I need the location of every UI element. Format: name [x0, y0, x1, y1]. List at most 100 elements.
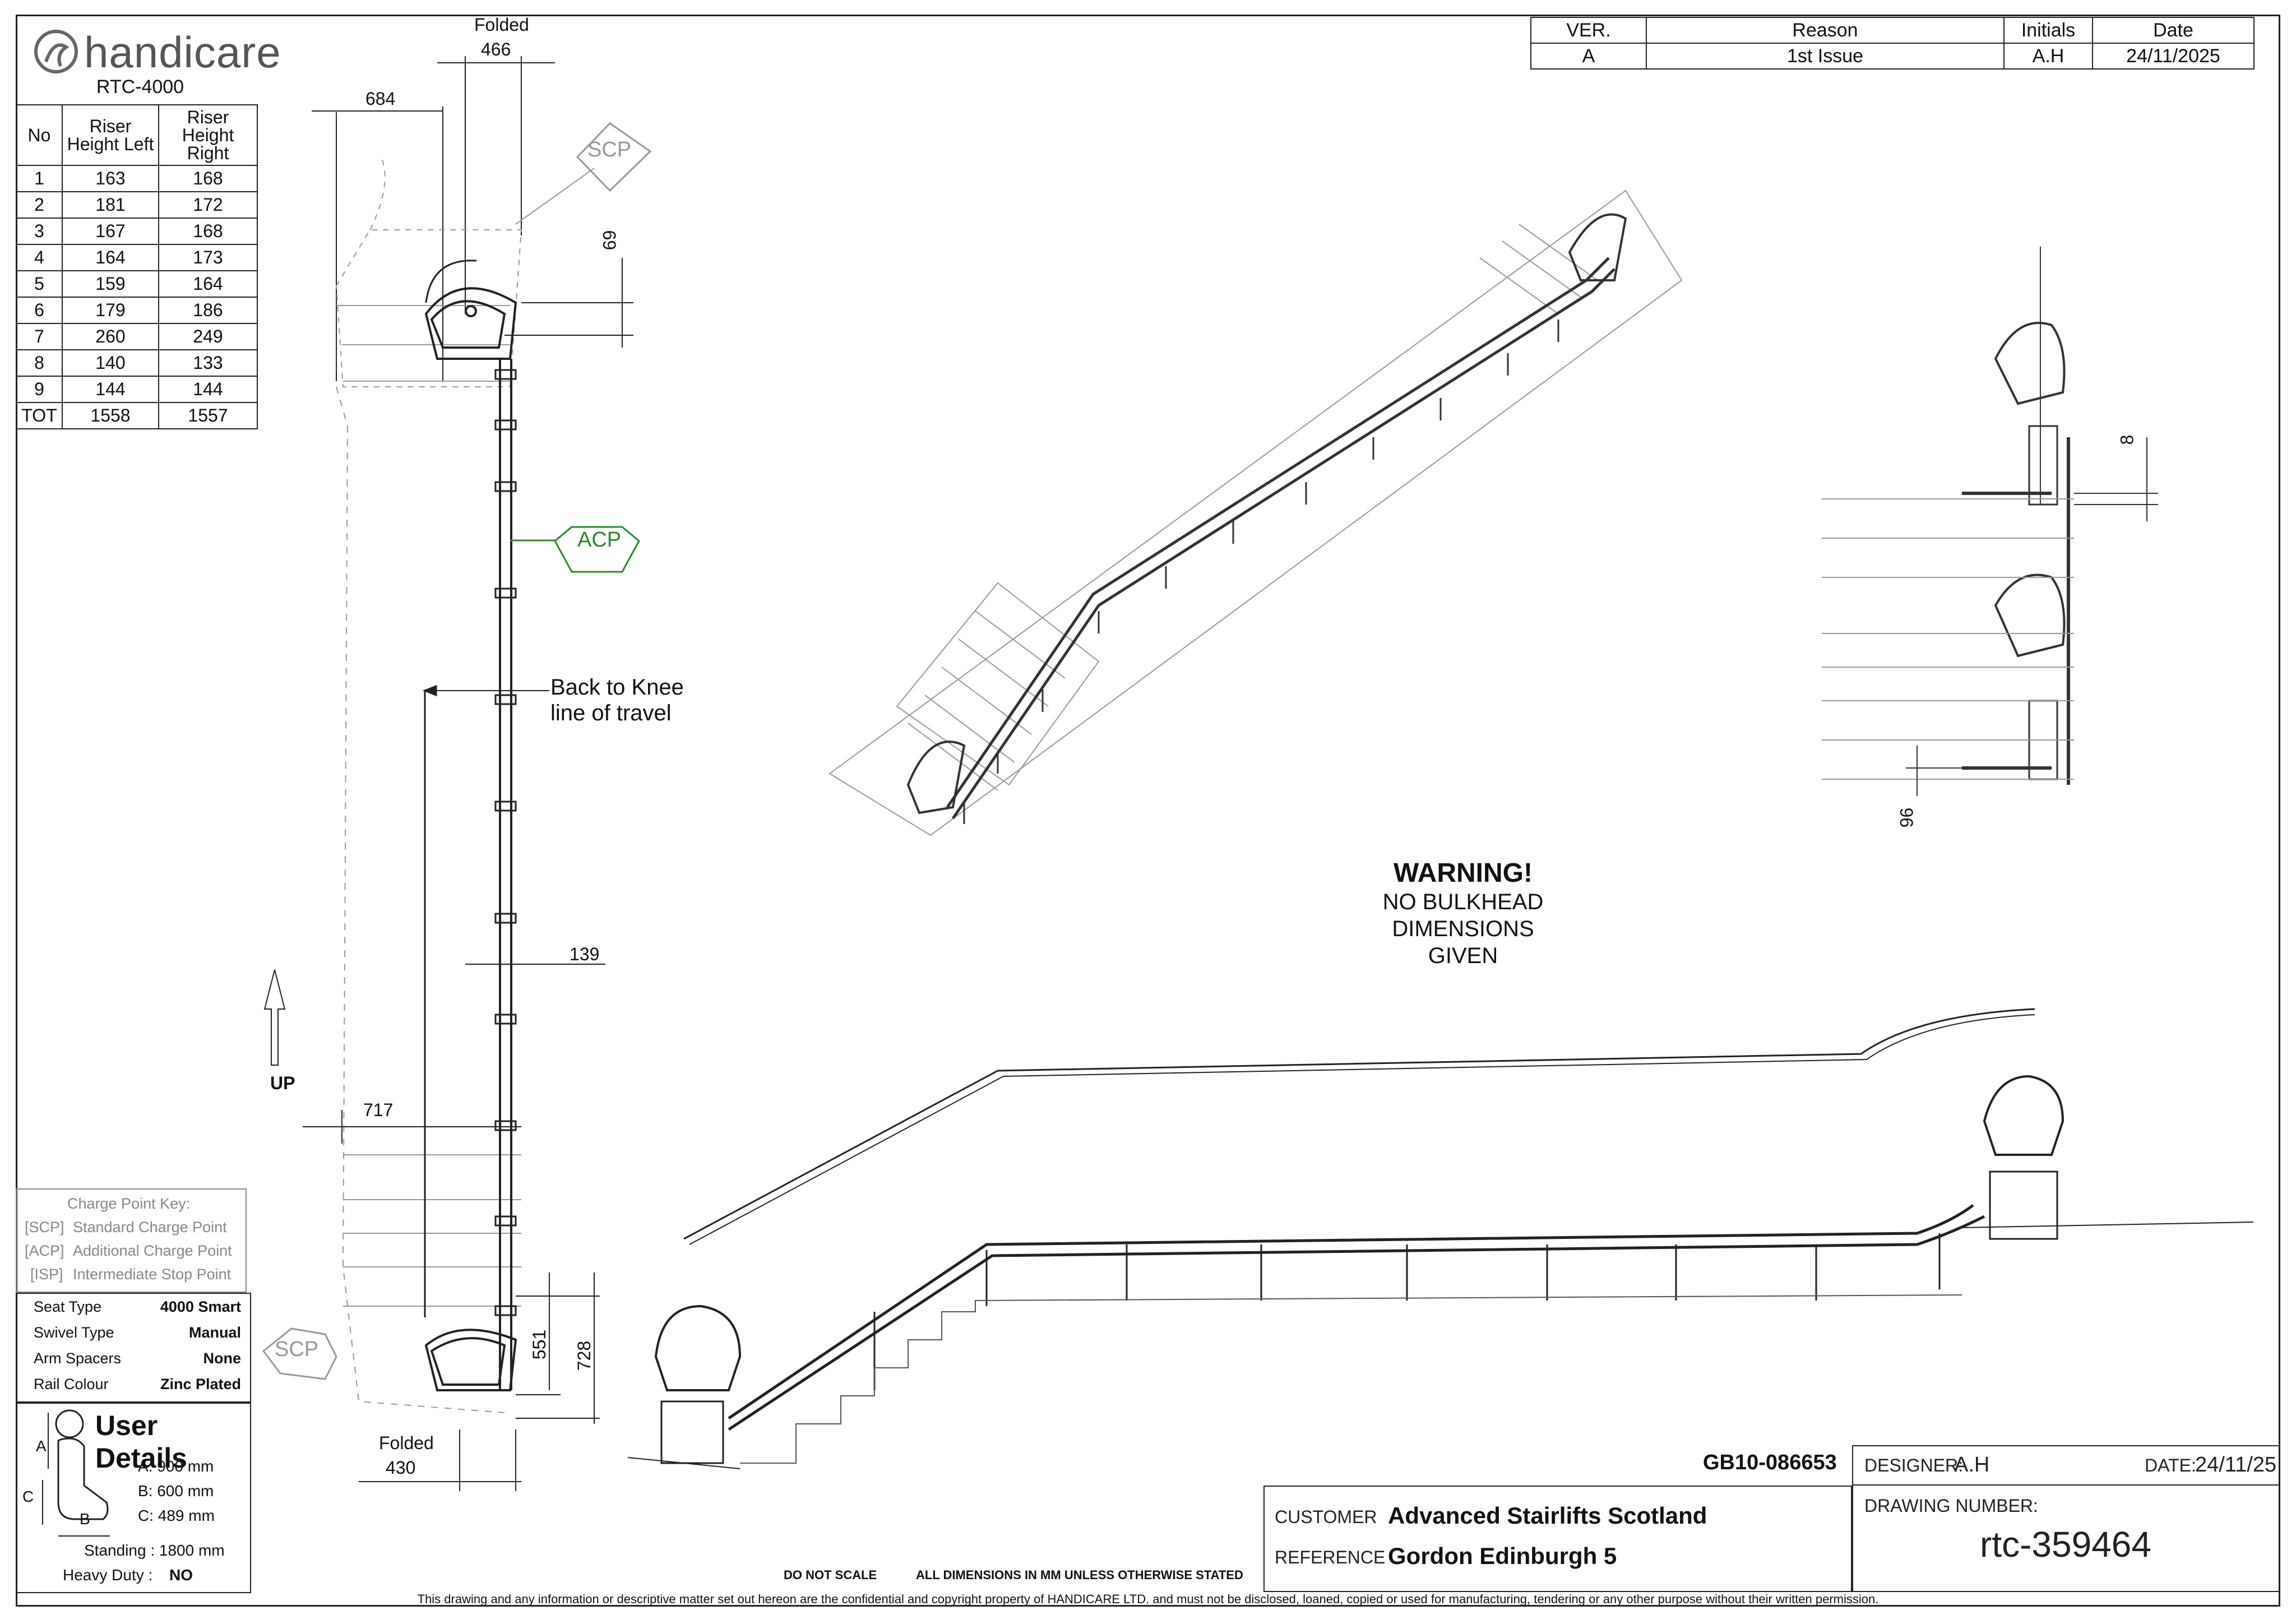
- charge-point-key: Charge Point Key: [SCP] Standard Charge …: [16, 1188, 247, 1293]
- cell: 1: [16, 165, 63, 192]
- spec-value: 4000 Smart: [160, 1298, 241, 1315]
- riser-height-table: No Riser Height Left Riser Height Right …: [16, 104, 258, 429]
- cell: 164: [62, 244, 159, 271]
- col-header-ver: VER.: [1530, 17, 1647, 44]
- cell: 9: [16, 376, 63, 403]
- user-details: User Details A C B A: 900 mm B: 600 mm C…: [16, 1403, 251, 1593]
- user-dim-c: C: 489 mm: [138, 1507, 215, 1524]
- cell: 144: [158, 376, 258, 403]
- warning-line: DIMENSIONS: [1392, 917, 1534, 941]
- user-heavy-value: NO: [169, 1566, 193, 1584]
- spec-row: Arm Spacers None: [17, 1350, 247, 1376]
- cell: 4: [16, 244, 63, 271]
- cell: 164: [158, 270, 258, 298]
- do-not-scale-note: DO NOT SCALE: [784, 1568, 877, 1582]
- drawing-number: rtc-359464: [1980, 1524, 2151, 1565]
- cell: 167: [62, 218, 159, 245]
- dim-728: 728: [574, 1340, 595, 1371]
- brand-name: handicare: [84, 27, 281, 77]
- user-dim-a: A: 900 mm: [138, 1458, 214, 1475]
- cell: 1557: [158, 402, 258, 429]
- dimensions-note: ALL DIMENSIONS IN MM UNLESS OTHERWISE ST…: [916, 1568, 1243, 1582]
- cell: 249: [158, 323, 258, 350]
- cell: 1558: [62, 402, 159, 429]
- cell: 133: [158, 349, 258, 377]
- drawing-frame: [16, 15, 2280, 1607]
- table-header-row: No Riser Height Left Riser Height Right: [16, 104, 258, 166]
- up-label: UP: [270, 1073, 295, 1093]
- plan-chair-top: [424, 260, 517, 360]
- spec-value: Zinc Plated: [160, 1376, 241, 1392]
- col-header-initials: Initials: [2003, 17, 2093, 44]
- cell: 3: [16, 218, 63, 245]
- version-table: VER. Reason Initials Date A 1st Issue A.…: [1530, 17, 2255, 70]
- customer-label: CUSTOMER: [1275, 1507, 1377, 1527]
- dim-8: 8: [2117, 434, 2137, 445]
- cell: 173: [158, 244, 258, 271]
- travel-label-line2: line of travel: [550, 701, 672, 725]
- travel-label-line1: Back to Knee: [550, 675, 684, 700]
- cell: 8: [16, 349, 63, 377]
- cell: 144: [62, 376, 159, 403]
- customer-block: CUSTOMER Advanced Stairlifts Scotland RE…: [1263, 1486, 1852, 1592]
- table-header-row: VER. Reason Initials Date: [1530, 17, 2255, 44]
- charge-key-code: [ISP]: [30, 1266, 63, 1283]
- charge-key-label: Intermediate Stop Point: [73, 1266, 232, 1283]
- designer-label: DESIGNER:: [1864, 1455, 1964, 1475]
- cell: 140: [62, 349, 159, 377]
- charge-key-label: Additional Charge Point: [73, 1242, 232, 1259]
- reference-label: REFERENCE: [1275, 1547, 1386, 1567]
- acp-label: ACP: [577, 528, 622, 552]
- table-row: A 1st Issue A.H 24/11/2025: [1530, 43, 2255, 70]
- rail-elevation-view: [627, 1008, 2254, 1469]
- dim-69: 69: [599, 230, 620, 251]
- drawing-info-block: DESIGNER: A.H DATE: 24/11/25 DRAWING NUM…: [1852, 1445, 2280, 1592]
- warning-note: WARNING! NO BULKHEAD DIMENSIONS GIVEN: [1345, 858, 1581, 969]
- user-body-figure: [42, 1409, 110, 1537]
- cell: 163: [62, 165, 159, 192]
- cell: A: [1530, 43, 1647, 70]
- isometric-view: [828, 189, 1683, 836]
- col-header-left: Riser Height Left: [62, 104, 159, 166]
- user-standing: Standing : 1800 mm: [84, 1542, 225, 1559]
- cell: 172: [158, 191, 258, 219]
- charge-key-code: [SCP]: [25, 1219, 64, 1236]
- side-elevation-view: [1822, 247, 2158, 796]
- cell: 24/11/2025: [2092, 43, 2255, 70]
- cell: A.H: [2003, 43, 2093, 70]
- scp-bottom-label: SCP: [275, 1338, 319, 1361]
- user-details-title: User Details: [95, 1410, 187, 1474]
- cell: 186: [158, 297, 258, 324]
- designer-value: A.H: [1954, 1453, 1990, 1477]
- col-header-date: Date: [2092, 17, 2255, 44]
- cell: TOT: [16, 402, 63, 429]
- diagram-label-c: C: [22, 1488, 34, 1505]
- cell: 7: [16, 323, 63, 350]
- customer-value: Advanced Stairlifts Scotland: [1388, 1502, 1707, 1529]
- spec-value: None: [203, 1350, 242, 1367]
- spec-label: Arm Spacers: [34, 1350, 122, 1367]
- spec-label: Swivel Type: [34, 1324, 114, 1341]
- cell: 260: [62, 323, 159, 350]
- folded-bottom-value: 430: [386, 1458, 416, 1478]
- charge-key-code: [ACP]: [25, 1242, 64, 1259]
- warning-line: NO BULKHEAD: [1382, 890, 1544, 914]
- cell: 168: [158, 165, 258, 192]
- col-header-no: No: [16, 104, 63, 166]
- folded-top-value: 466: [481, 39, 511, 59]
- reference-value: Gordon Edinburgh 5: [1388, 1543, 1617, 1569]
- user-dim-b: B: 600 mm: [138, 1482, 214, 1500]
- dim-551: 551: [529, 1329, 550, 1360]
- model-name: RTC-4000: [96, 76, 184, 98]
- cell: 5: [16, 270, 63, 298]
- cell: 6: [16, 297, 63, 324]
- legal-notice: This drawing and any information or desc…: [417, 1592, 1879, 1606]
- charge-key-label: Standard Charge Point: [73, 1219, 227, 1236]
